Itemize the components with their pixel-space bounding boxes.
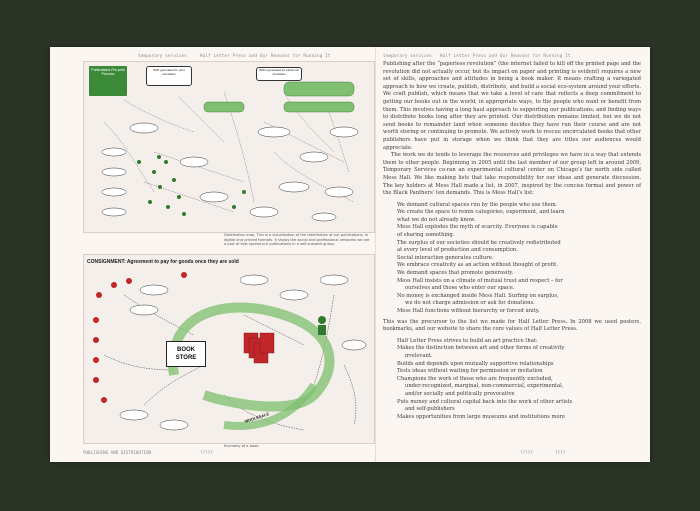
right-running-header-series: temporary services xyxy=(383,53,432,58)
list-item: The surplus of our societies should be c… xyxy=(397,239,561,246)
half-letter-press-list: Half Letter Press strives to build an ar… xyxy=(383,338,641,422)
book-spread: temporary services Half Letter Press and… xyxy=(50,47,650,462)
left-footer: PUBLISHING AND DISTRIBUTION xyxy=(83,450,152,455)
list-item: what we do not already know. xyxy=(397,216,476,223)
list-item: Makes opportunities from large museums a… xyxy=(397,413,566,420)
list-item: Champions the work of those who are freq… xyxy=(397,375,553,382)
list-item: and/or socially and politically provocat… xyxy=(405,390,515,397)
book-economy-diagram xyxy=(93,272,367,431)
list-item: Puts money and cultural capital back int… xyxy=(397,398,573,405)
list-item: Mess Hall explodes the myth of scarcity.… xyxy=(397,224,558,231)
list-item: Mess Hall functions without hierarchy or… xyxy=(397,308,540,314)
paragraph-3: This was the precursor to the list we ma… xyxy=(383,318,641,333)
left-running-header-title: Half Letter Press and Our Reasons for Ru… xyxy=(200,53,331,58)
list-item: ourselves and those who enter our space. xyxy=(405,285,515,292)
left-running-header: temporary services xyxy=(138,53,187,58)
distribution-map-figure: Publications Pre-print Process PDF gener… xyxy=(83,61,375,233)
list-item: No money is exchanged inside Mess Hall. … xyxy=(397,292,559,299)
book-store-box: BOOK STORE xyxy=(166,341,206,367)
distribution-map-diagram xyxy=(101,81,359,222)
right-running-header: Half Letter Press and Our Reasons for Ru… xyxy=(440,53,571,58)
book-economy-caption: Economy of a book. xyxy=(224,444,260,448)
list-item: Half Letter Press strives to build an ar… xyxy=(397,337,538,344)
right-page-number: ???? xyxy=(555,450,566,455)
list-item: Tests ideas without waiting for permissi… xyxy=(397,368,543,375)
list-item: We create the space to remix categories,… xyxy=(397,209,565,216)
pre-print-process-label: Publications Pre-print Process xyxy=(89,66,127,96)
list-item: under-recognized, marginal, non-commerci… xyxy=(405,383,564,390)
list-item: and self-publishers xyxy=(405,406,455,413)
list-item: Social interaction generates culture. xyxy=(397,254,494,261)
right-page-body: Publishing after the “paperless revoluti… xyxy=(383,61,641,421)
list-item: Builds and depends upon mutually support… xyxy=(397,360,554,367)
list-item: We embrace creativity as an action witho… xyxy=(397,262,558,269)
list-item: We demand spaces that promote generosity… xyxy=(397,270,514,277)
distribution-map-caption: Distribution map. This is a visualizatio… xyxy=(224,233,370,247)
paragraph-1: Publishing after the “paperless revoluti… xyxy=(383,61,641,151)
list-item: of sharing something. xyxy=(397,232,455,239)
left-page-number: ????? xyxy=(200,450,213,455)
paragraph-2: The work we do tends to leverage the res… xyxy=(383,152,641,197)
list-item: irrelevant. xyxy=(405,352,433,359)
pdf-print-box: PDF generated for print circulation xyxy=(146,66,192,86)
mess-hall-list: We demand cultural spaces run by the peo… xyxy=(383,202,641,316)
page-gutter xyxy=(375,47,376,462)
pdf-electronic-box: PDFs generated for electronic circulatio… xyxy=(256,67,302,81)
list-item: Makes the distinction between art and ot… xyxy=(397,345,565,352)
right-footer: ????? xyxy=(520,450,533,455)
list-item: We demand cultural spaces run by the peo… xyxy=(397,201,558,208)
consignment-title: CONSIGNMENT: Agreement to pay for goods … xyxy=(87,259,239,265)
list-item: at every level of production and consump… xyxy=(397,247,518,254)
list-item: we do not charge admission or ask for do… xyxy=(405,300,535,307)
list-item: Mess Hall insists on a climate of mutual… xyxy=(397,277,563,284)
book-economy-figure: CONSIGNMENT: Agreement to pay for goods … xyxy=(83,254,375,444)
